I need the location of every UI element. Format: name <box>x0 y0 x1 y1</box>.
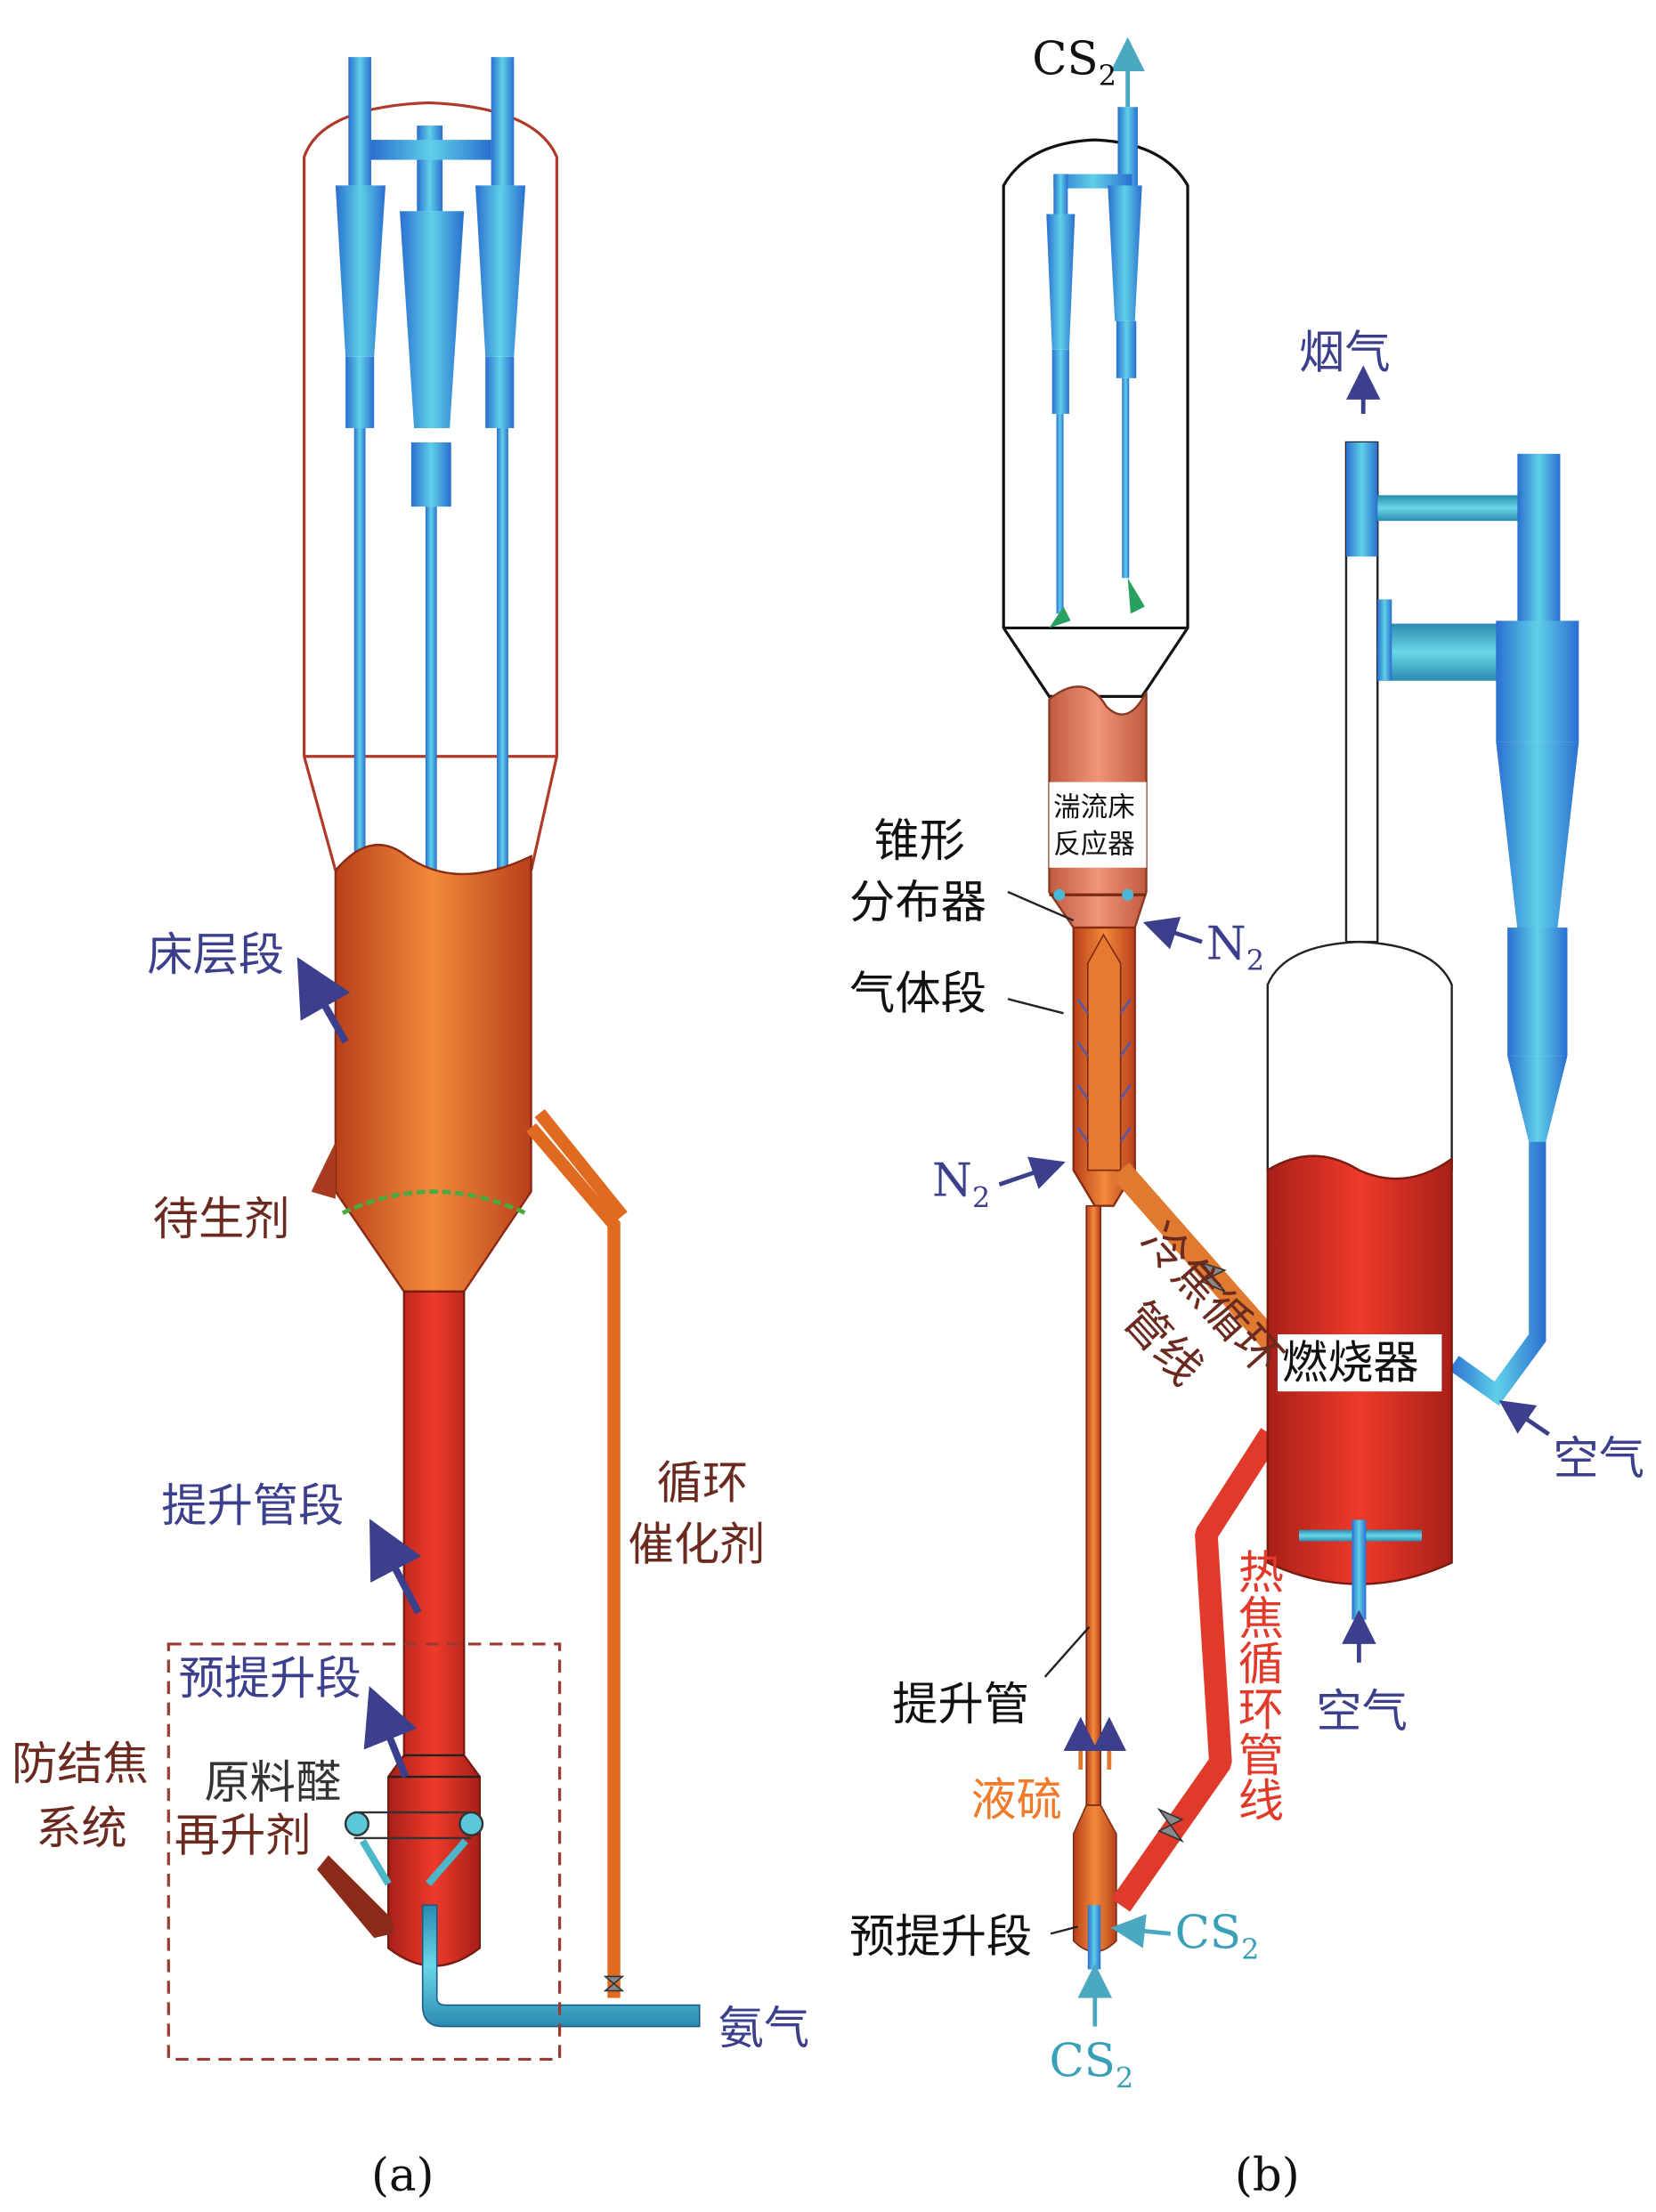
riser-tube <box>387 1290 482 1967</box>
reactor-cyclones <box>1046 107 1145 628</box>
label-spent-catalyst: 待生剂 <box>153 1193 290 1246</box>
feed-ring <box>344 1811 484 1886</box>
bed-section <box>334 844 532 1293</box>
label-anti-coking-2: 系统 <box>36 1802 127 1855</box>
label-turbulent-bed-1: 湍流床 <box>1053 792 1134 823</box>
label-burner: 燃烧器 <box>1282 1337 1419 1390</box>
spent-catalyst-nozzle <box>311 1141 336 1199</box>
valve-cold <box>1199 1261 1227 1292</box>
riser-pipe <box>1085 1204 1102 1806</box>
label-bed-section: 床层段 <box>147 928 284 982</box>
valve-hot <box>1157 1807 1184 1843</box>
grid-distributor <box>341 1189 527 1215</box>
label-riser-section: 提升管段 <box>161 1479 344 1533</box>
label-anti-coking-1: 防结焦 <box>12 1738 149 1791</box>
label-n2-left: N2 <box>932 1155 990 1215</box>
label-cs2-top: CS2 <box>1032 32 1116 93</box>
caption-b: (b) <box>1235 2149 1300 2202</box>
valve-a <box>603 1975 625 1992</box>
cold-coke-line <box>1112 1163 1287 1357</box>
cs2-inlet-pipe <box>1087 1905 1101 1970</box>
caption-a: (a) <box>371 2149 434 2202</box>
label-n2-right: N2 <box>1206 917 1264 977</box>
gas-section-chevrons <box>1076 998 1132 1143</box>
arrows-a <box>296 957 422 1779</box>
arrows-b <box>998 36 1550 2027</box>
label-feed-aldehyde: 原料醛 <box>204 1756 341 1810</box>
label-gas-section: 气体段 <box>849 967 986 1020</box>
label-cone-distributor-1: 锥形 <box>873 814 965 868</box>
panel-a: 床层段 待生剂 循环 催化剂 提升管段 预提升段 防结焦 系统 原料醛 再升剂 … <box>12 57 809 2202</box>
label-turbulent-bed-2: 反应器 <box>1053 830 1134 861</box>
label-circulating-catalyst-1: 循环 <box>657 1456 749 1510</box>
circulating-catalyst-pipe <box>526 1108 628 1998</box>
top-vessel-outline <box>1002 138 1189 698</box>
label-cone-distributor-2: 分布器 <box>849 876 986 929</box>
label-pre-lift-section-b: 预提升段 <box>849 1910 1032 1964</box>
reactor-label-box <box>1049 782 1147 868</box>
label-pre-lift-section: 预提升段 <box>179 1652 361 1706</box>
label-riser: 提升管 <box>892 1678 1029 1731</box>
label-cs2-bottom: CS2 <box>1050 2035 1134 2095</box>
cyclones <box>335 57 526 885</box>
regenerated-catalyst-nozzle <box>317 1855 394 1939</box>
label-hot-coke-line: 热焦循环管线 <box>1230 1549 1283 1823</box>
label-flue-gas: 烟气 <box>1299 327 1391 380</box>
label-circulating-catalyst-2: 催化剂 <box>629 1518 766 1571</box>
regenerator-cyclone <box>1449 453 1579 1406</box>
burner-vessel <box>1266 940 1453 1171</box>
label-regenerated-catalyst: 再升剂 <box>175 1809 312 1862</box>
label-air-bottom: 空气 <box>1316 1685 1408 1738</box>
flue-duct-mid <box>1377 623 1514 681</box>
anti-coking-box <box>166 1642 562 2062</box>
ammonia-pipe <box>421 1904 701 2028</box>
panel-b: 湍流床 反应器 燃烧器 <box>849 32 1644 2202</box>
flue-duct-top <box>1377 495 1521 522</box>
label-cs2-side: CS2 <box>1175 1906 1260 1966</box>
label-ammonia: 氨气 <box>718 2002 810 2055</box>
label-liquid-sulfur: 液硫 <box>970 1773 1062 1827</box>
cone-distributor <box>1086 933 1122 1171</box>
label-air-right: 空气 <box>1553 1432 1644 1486</box>
